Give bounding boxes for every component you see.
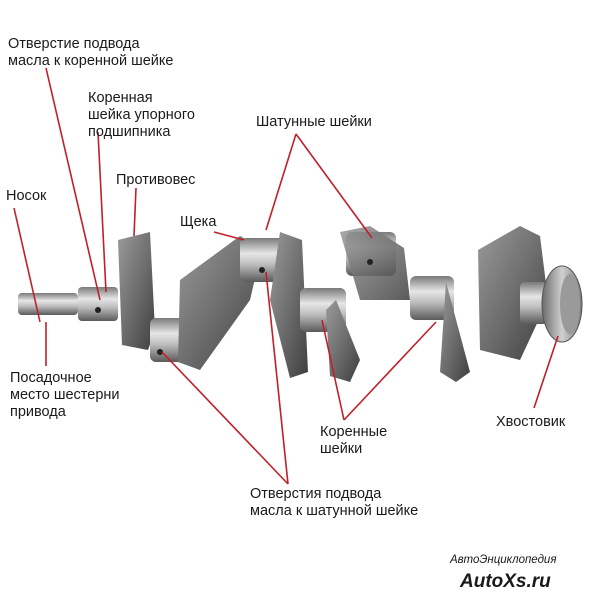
leader-cheek — [213, 231, 245, 241]
leader-crankpin-1 — [265, 133, 297, 231]
leader-main-2 — [343, 321, 437, 421]
oil-hole-main — [95, 307, 101, 313]
leader-lines — [13, 67, 559, 485]
label-counterweight: Противовес — [116, 172, 196, 188]
leader-oil-pin-1 — [161, 351, 289, 485]
web-3 — [326, 300, 360, 382]
label-oil-hole-main-journal: Отверстие подвода масла к коренной шейке — [8, 36, 174, 69]
leader-main-1 — [321, 319, 345, 421]
main-journal-3 — [410, 276, 454, 320]
oil-hole-pin-3 — [367, 259, 373, 265]
label-tail: Хвостовик — [496, 414, 566, 430]
leader-counterweight — [133, 187, 137, 237]
crankshaft-body — [18, 226, 583, 382]
brand-subtitle: АвтоЭнциклопедия — [450, 554, 557, 566]
nose-shaft — [18, 293, 78, 315]
label-main-journals: Коренные шейки — [320, 424, 388, 457]
label-oil-hole-crankpin: Отверстия подвода масла к шатунной шейке — [250, 486, 419, 519]
leader-crankpin-2 — [295, 133, 373, 239]
web-2 — [270, 232, 308, 378]
label-gear-seat: Посадочное место шестерни привода — [10, 370, 120, 420]
web-4 — [340, 226, 410, 300]
front-counterweight — [118, 232, 155, 350]
oil-hole-pin-2 — [259, 267, 265, 273]
web-5 — [440, 282, 470, 382]
label-thrust-journal: Коренная шейка упорного подшипника — [88, 90, 195, 140]
brand-site: AutoXs.ru — [460, 571, 551, 592]
main-journal-4 — [520, 282, 548, 324]
leader-oil-pin-2 — [265, 271, 289, 485]
label-cheek: Щека — [180, 214, 217, 230]
leader-tail — [533, 335, 559, 409]
leader-oil-main — [45, 67, 101, 301]
rear-counterweight — [478, 226, 548, 360]
label-crankpins: Шатунные шейки — [256, 114, 372, 130]
oil-hole-pin-1 — [157, 349, 163, 355]
leader-nose — [13, 207, 41, 323]
label-nose: Носок — [6, 188, 47, 204]
leader-thrust — [97, 131, 107, 293]
gear-seat — [78, 287, 118, 321]
